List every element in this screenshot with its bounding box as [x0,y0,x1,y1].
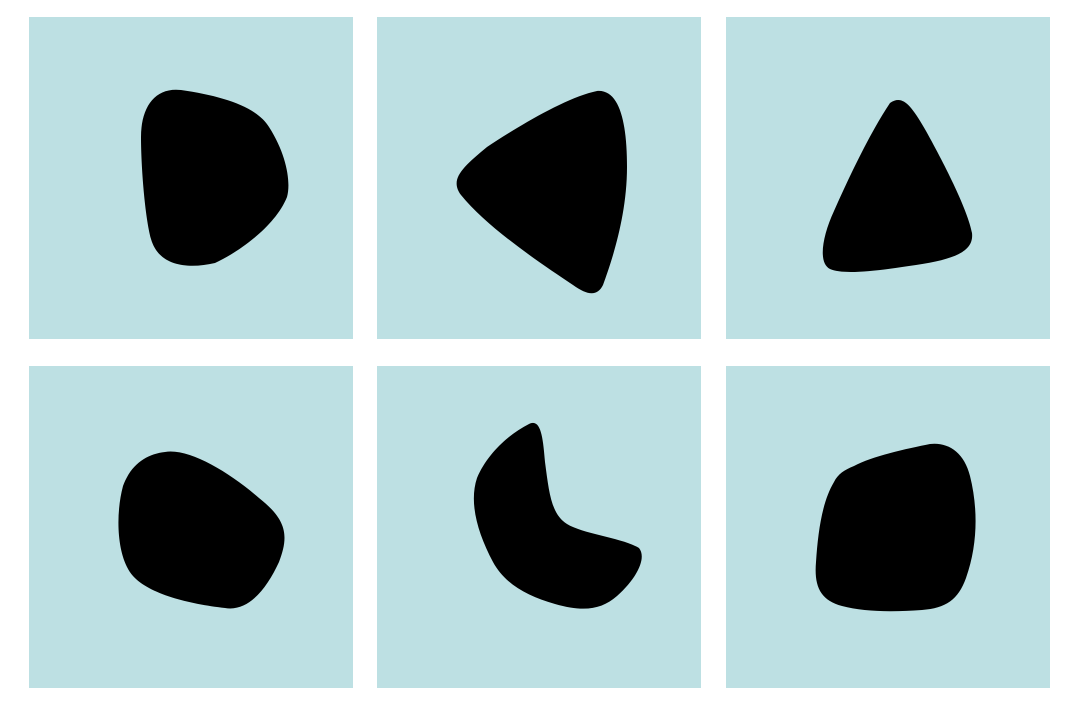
tile-3 [726,17,1050,339]
tile-6-square-shape [815,443,976,612]
tile-3-canvas [726,17,1050,339]
tile-6-canvas [726,366,1050,688]
tile-5-crescent-shape [473,422,642,609]
tile-5 [377,366,701,688]
tile-5-canvas [377,366,701,688]
tile-6 [726,366,1050,688]
tile-1-blob-shape [141,89,289,266]
tile-4-blob-shape [118,451,285,609]
tile-2-triangle-shape [456,90,627,294]
tile-1 [29,17,353,339]
tile-2 [377,17,701,339]
tile-4-canvas [29,366,353,688]
tile-3-triangle-shape [822,100,973,272]
tile-4 [29,366,353,688]
tile-1-canvas [29,17,353,339]
tile-2-canvas [377,17,701,339]
